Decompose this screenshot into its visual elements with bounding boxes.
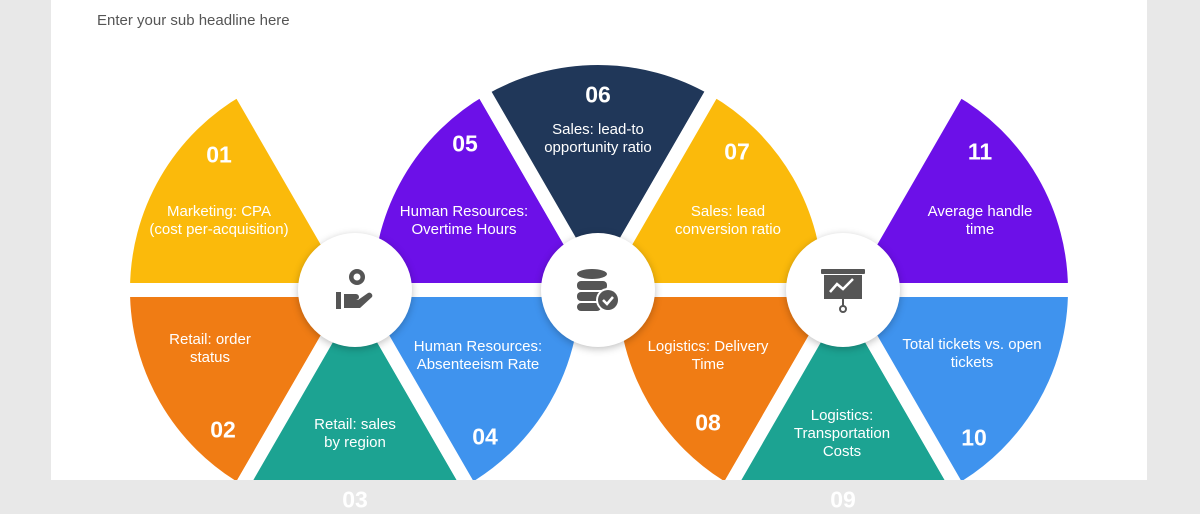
segment-label: Logistics: Delivery Time — [647, 338, 769, 373]
segment-11 — [836, 82, 1082, 297]
segment-label: Total tickets vs. open tickets — [902, 336, 1042, 371]
segment-09 — [725, 283, 961, 480]
segment-number: 04 — [472, 423, 498, 450]
segment-label: Logistics: Transportation Costs — [793, 407, 891, 460]
segment-number: 01 — [206, 141, 232, 168]
segment-number: 09 — [830, 486, 856, 513]
segment-label: Sales: lead conversion ratio — [675, 203, 781, 238]
segment-10 — [836, 283, 1082, 480]
segment-06 — [475, 51, 721, 297]
segment-02 — [116, 283, 362, 480]
segment-label: Sales: lead-to opportunity ratio — [544, 121, 652, 156]
hub-database-check — [541, 233, 655, 347]
segment-number: 02 — [210, 416, 236, 443]
segment-label: Retail: sales by region — [314, 416, 396, 451]
segment-label: Human Resources: Absenteeism Rate — [413, 338, 543, 373]
segment-number: 07 — [724, 138, 750, 165]
database-check-icon — [577, 269, 620, 312]
segment-03 — [237, 283, 473, 480]
segment-number: 06 — [585, 81, 611, 108]
hand-coin-icon — [336, 269, 373, 309]
segment-label: Average handle time — [927, 203, 1033, 238]
sub-headline: Enter your sub headline here — [97, 12, 290, 29]
segment-number: 08 — [695, 409, 721, 436]
segment-label: Retail: order status — [169, 331, 251, 366]
segment-number: 10 — [961, 424, 987, 451]
segment-label: Marketing: CPA (cost per-acquisition) — [149, 203, 289, 238]
hub-presentation-chart — [786, 233, 900, 347]
hub-hand-coin — [298, 233, 412, 347]
segment-number: 05 — [452, 130, 478, 157]
presentation-chart-icon — [821, 269, 865, 313]
segment-01 — [116, 82, 362, 297]
segment-label: Human Resources: Overtime Hours — [399, 203, 529, 238]
segment-number: 03 — [342, 486, 368, 513]
segment-number: 11 — [967, 138, 993, 165]
